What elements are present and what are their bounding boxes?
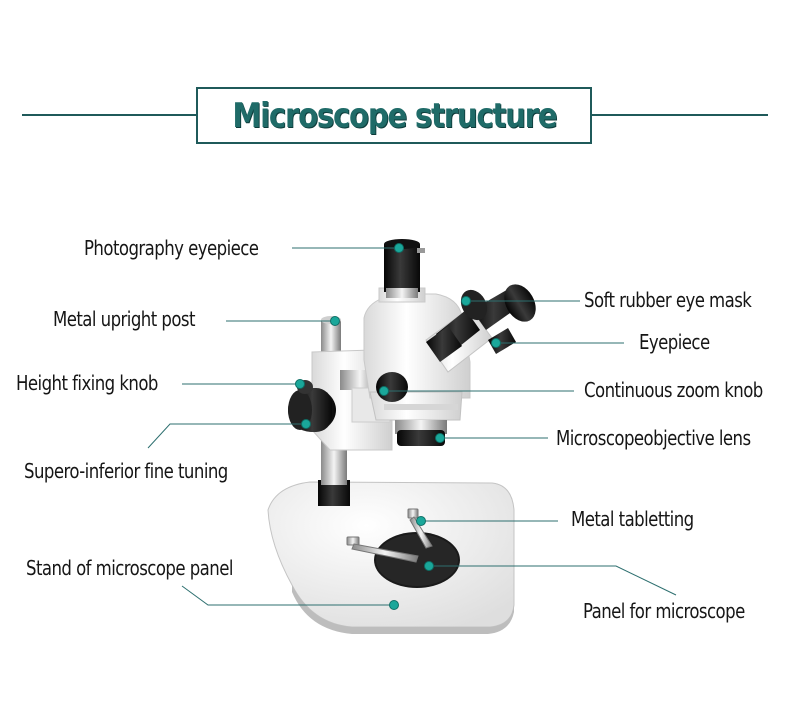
label-stand-of-microscope-panel: Stand of microscope panel xyxy=(26,556,233,580)
label-metal-tabletting: Metal tabletting xyxy=(571,507,694,531)
zoom-knob xyxy=(376,372,408,402)
label-microscope-objective-lens: Microscopeobjective lens xyxy=(556,426,751,450)
page-title: Microscope structure xyxy=(232,95,557,136)
eyepiece-tubes xyxy=(425,284,536,373)
title-rule-right xyxy=(591,114,768,116)
label-photography-eyepiece: Photography eyepiece xyxy=(84,236,259,260)
focus-knob xyxy=(288,388,336,432)
label-continuous-zoom-knob: Continuous zoom knob xyxy=(584,378,763,402)
leader-lines xyxy=(147,247,677,606)
title-frame: Microscope structure xyxy=(196,87,592,144)
stage-clips xyxy=(346,508,433,563)
label-height-fixing-knob: Height fixing knob xyxy=(16,371,158,395)
title-rule-left xyxy=(22,114,197,116)
label-metal-upright-post: Metal upright post xyxy=(53,307,195,331)
label-supero-inferior-fine-tuning: Supero-inferior fine tuning xyxy=(24,459,228,483)
label-eyepiece: Eyepiece xyxy=(639,330,710,354)
objective-lens xyxy=(395,420,447,446)
label-soft-rubber-eye-mask: Soft rubber eye mask xyxy=(584,288,752,312)
label-panel-for-microscope: Panel for microscope xyxy=(583,599,745,623)
marker-dots xyxy=(295,243,501,610)
